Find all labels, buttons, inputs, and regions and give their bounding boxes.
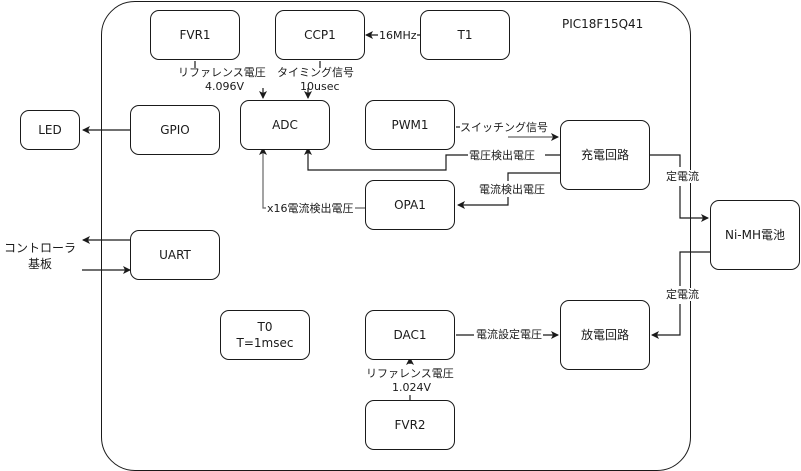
controller-board-label: コントローラ 基板 xyxy=(3,241,76,271)
mcu-title: PIC18F15Q41 xyxy=(562,17,644,31)
t0-block: T0 T=1msec xyxy=(220,310,310,360)
fvr1-ref-label: リファレンス電圧 xyxy=(178,66,266,79)
x16-sense-line xyxy=(263,148,365,209)
x16-current-sense-label: x16電流検出電圧 xyxy=(267,202,354,215)
discharge-circuit-block: 放電回路 xyxy=(560,300,650,370)
fvr1-block: FVR1 xyxy=(150,10,240,60)
connection-lines xyxy=(82,0,801,400)
uart-block: UART xyxy=(130,230,220,280)
fvr2-ref-label: リファレンス電圧 xyxy=(366,367,454,380)
ccp1-timing-value: 10usec xyxy=(300,80,340,93)
dac1-block: DAC1 xyxy=(365,310,455,360)
current-sense-label: 電流検出電圧 xyxy=(479,183,545,196)
pwm1-block: PWM1 xyxy=(365,100,455,150)
t1-block: T1 xyxy=(420,10,510,60)
charge-circuit-block: 充電回路 xyxy=(560,120,650,190)
switching-signal-label: スイッチング信号 xyxy=(460,121,548,134)
battery-to-discharge-line xyxy=(652,251,710,335)
ccp1-block: CCP1 xyxy=(275,10,365,60)
charge-to-battery-line xyxy=(650,154,708,218)
fvr1-to-adc-line xyxy=(194,61,263,98)
current-set-label: 電流設定電圧 xyxy=(476,328,542,341)
ccp1-to-adc-line xyxy=(308,61,321,98)
ccp1-timing-label: タイミング信号 xyxy=(277,66,354,79)
current-sense-line xyxy=(458,172,560,205)
t1-clock-label: 16MHz xyxy=(379,29,417,42)
opa1-block: OPA1 xyxy=(365,180,455,230)
voltage-sense-line xyxy=(308,148,560,171)
adc-block: ADC xyxy=(240,100,330,150)
fvr2-ref-value: 1.024V xyxy=(392,381,432,394)
discharge-const-current-label: 定電流 xyxy=(666,288,699,301)
led-block: LED xyxy=(20,110,80,150)
battery-block: Ni-MH電池 xyxy=(710,200,800,270)
fvr2-block: FVR2 xyxy=(365,400,455,450)
fvr1-ref-value: 4.096V xyxy=(205,80,245,93)
voltage-sense-label: 電圧検出電圧 xyxy=(469,149,535,162)
gpio-block: GPIO xyxy=(130,105,220,155)
charge-const-current-label: 定電流 xyxy=(666,170,699,183)
